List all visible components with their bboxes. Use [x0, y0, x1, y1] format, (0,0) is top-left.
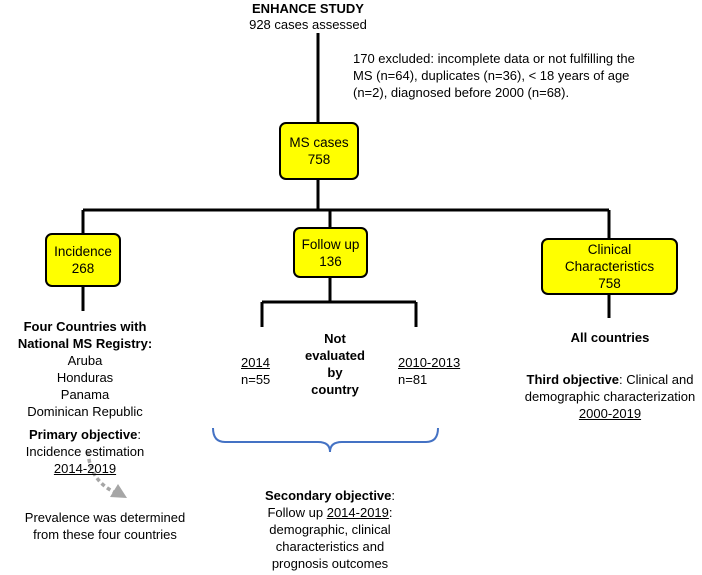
excluded-line-1: 170 excluded: incomplete data or not ful… [353, 51, 635, 66]
clinical-label-1: Clinical [587, 242, 632, 257]
excluded-line-2: MS (n=64), duplicates (n=36), < 18 years… [353, 68, 630, 83]
ms-cases-box: MS cases 758 [279, 122, 359, 180]
primary-objective: Primary objective: [0, 427, 170, 443]
incidence-box: Incidence 268 [45, 233, 121, 287]
secondary-objective-label: Secondary objective [264, 488, 392, 503]
study-title: ENHANCE STUDY [252, 1, 364, 16]
third-objective-rest: : Clinical and [619, 372, 694, 387]
not-evaluated-4: country [311, 382, 359, 397]
not-evaluated-1: Not [324, 331, 346, 346]
secondary-line2-pre: Follow up [267, 505, 327, 520]
third-objective-label: Third objective [526, 372, 620, 387]
secondary-objective-line-5: prognosis outcomes [271, 556, 389, 571]
third-objective-line-2: demographic characterization [524, 389, 696, 404]
secondary-line2-period: 2014-2019 [326, 505, 389, 520]
secondary-line2-post: : [388, 505, 393, 520]
cases-assessed: 928 cases assessed [249, 17, 367, 32]
prevalence-line-1: Prevalence was determined [24, 510, 186, 525]
not-evaluated-2: evaluated [305, 348, 365, 363]
not-evaluated-3: by [327, 365, 343, 380]
clinical-box: Clinical Characteristics 758 [541, 238, 678, 295]
country-item: Panama [60, 387, 110, 402]
incidence-count: 268 [71, 261, 95, 276]
ms-cases-count: 758 [307, 152, 331, 167]
prevalence-line-2: from these four countries [33, 527, 177, 542]
followup-2014-n: n=55 [241, 372, 271, 387]
followup-2010-n: n=81 [398, 372, 428, 387]
four-countries-title-1: Four Countries with [23, 319, 147, 334]
curly-bracket [212, 427, 439, 453]
secondary-objective-colon: : [391, 488, 396, 503]
primary-objective-period: 2014-2019 [53, 461, 117, 476]
secondary-objective-line-4: characteristics and [275, 539, 385, 554]
primary-objective-colon: : [137, 427, 141, 442]
country-item: Aruba [67, 353, 103, 368]
ms-cases-label: MS cases [289, 135, 349, 150]
third-objective-period: 2000-2019 [578, 406, 642, 421]
secondary-objective-line-2: Follow up 2014-2019: [240, 505, 420, 521]
followup-box: Follow up 136 [293, 227, 368, 278]
followup-count: 136 [319, 253, 342, 269]
dotted-arrow [86, 451, 115, 494]
four-countries-title-2: National MS Registry: [17, 336, 153, 351]
followup-2014-year: 2014 [241, 355, 270, 370]
excluded-line-3: (n=2), diagnosed before 2000 (n=68). [353, 85, 570, 100]
third-objective: Third objective: Clinical and [520, 372, 700, 388]
clinical-count: 758 [598, 276, 621, 291]
followup-2010-year: 2010-2013 [398, 355, 461, 370]
clinical-label-2: Characteristics [564, 259, 655, 274]
secondary-objective: Secondary objective: [240, 488, 420, 504]
primary-objective-label: Primary objective [28, 427, 138, 442]
arrow-head [110, 484, 127, 498]
followup-label: Follow up [301, 236, 360, 252]
country-item: Dominican Republic [27, 404, 143, 419]
primary-objective-text: Incidence estimation [25, 444, 145, 459]
secondary-objective-line-3: demographic, clinical [269, 522, 391, 537]
incidence-label: Incidence [54, 244, 112, 259]
country-item: Honduras [56, 370, 114, 385]
all-countries: All countries [570, 330, 650, 345]
